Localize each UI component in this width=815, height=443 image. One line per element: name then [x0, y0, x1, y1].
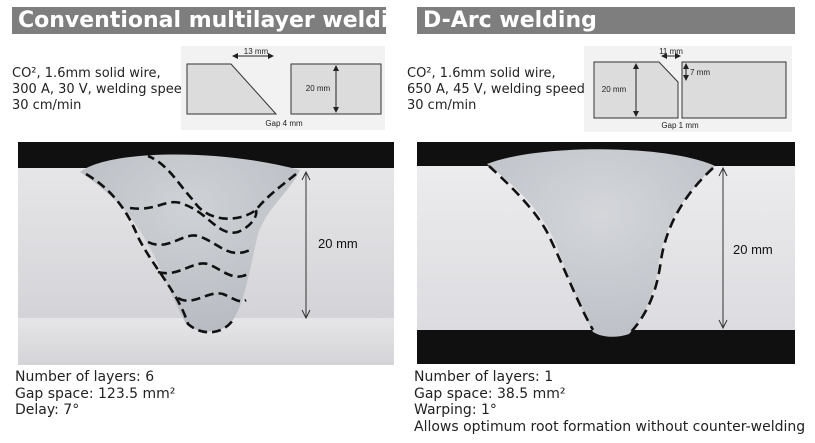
stat-line: Gap space: 123.5 mm²	[15, 385, 176, 402]
param-line: 300 A, 30 V, welding speed	[12, 82, 190, 97]
thickness-label: 20 mm	[306, 84, 331, 93]
bevel-width-label: 13 mm	[244, 47, 269, 56]
bevel-width-label: 11 mm	[659, 47, 683, 56]
weld-stats: Number of layers: 6 Gap space: 123.5 mm²…	[15, 369, 175, 419]
param-line: CO², 1.6mm solid wire,	[407, 66, 556, 81]
gap-label: Gap 1 mm	[661, 121, 699, 130]
land-label: 7 mm	[690, 68, 710, 77]
panel-title: Conventional multilayer welding	[12, 7, 386, 34]
joint-schematic: 11 mm 7 mm 20 mm Gap 1 mm	[584, 46, 792, 132]
gap-label: Gap 4 mm	[265, 119, 303, 128]
weld-cross-section-photo: 20 mm	[417, 142, 795, 364]
param-line: 650 A, 45 V, welding speed	[407, 82, 585, 97]
welding-parameters: CO², 1.6mm solid wire, 300 A, 30 V, weld…	[12, 66, 190, 114]
stat-line: Number of layers: 6	[15, 369, 155, 385]
panel-title: D-Arc welding	[417, 7, 795, 34]
welding-parameters: CO², 1.6mm solid wire, 650 A, 45 V, weld…	[407, 66, 587, 114]
param-line: 30 cm/min	[407, 98, 477, 113]
weld-stats: Number of layers: 1 Gap space: 38.5 mm² …	[414, 369, 805, 435]
stat-line: Delay: 7°	[15, 402, 80, 418]
stat-line: Gap space: 38.5 mm²	[414, 385, 566, 402]
stat-line: Number of layers: 1	[414, 369, 554, 385]
stat-line: Warping: 1°	[414, 402, 497, 418]
conventional-welding-panel: Conventional multilayer welding CO², 1.6…	[0, 0, 400, 443]
param-line: 30 cm/min	[12, 98, 82, 113]
thickness-label: 20 mm	[602, 85, 627, 94]
stat-line: Allows optimum root formation without co…	[414, 418, 806, 435]
joint-schematic: 13 mm 20 mm Gap 4 mm	[181, 46, 385, 130]
weld-cross-section-photo: 20 mm	[18, 142, 394, 365]
photo-dimension-label: 20 mm	[733, 242, 773, 257]
photo-dimension-label: 20 mm	[318, 236, 358, 251]
param-line: CO², 1.6mm solid wire,	[12, 66, 161, 81]
d-arc-welding-panel: D-Arc welding CO², 1.6mm solid wire, 650…	[407, 0, 815, 443]
